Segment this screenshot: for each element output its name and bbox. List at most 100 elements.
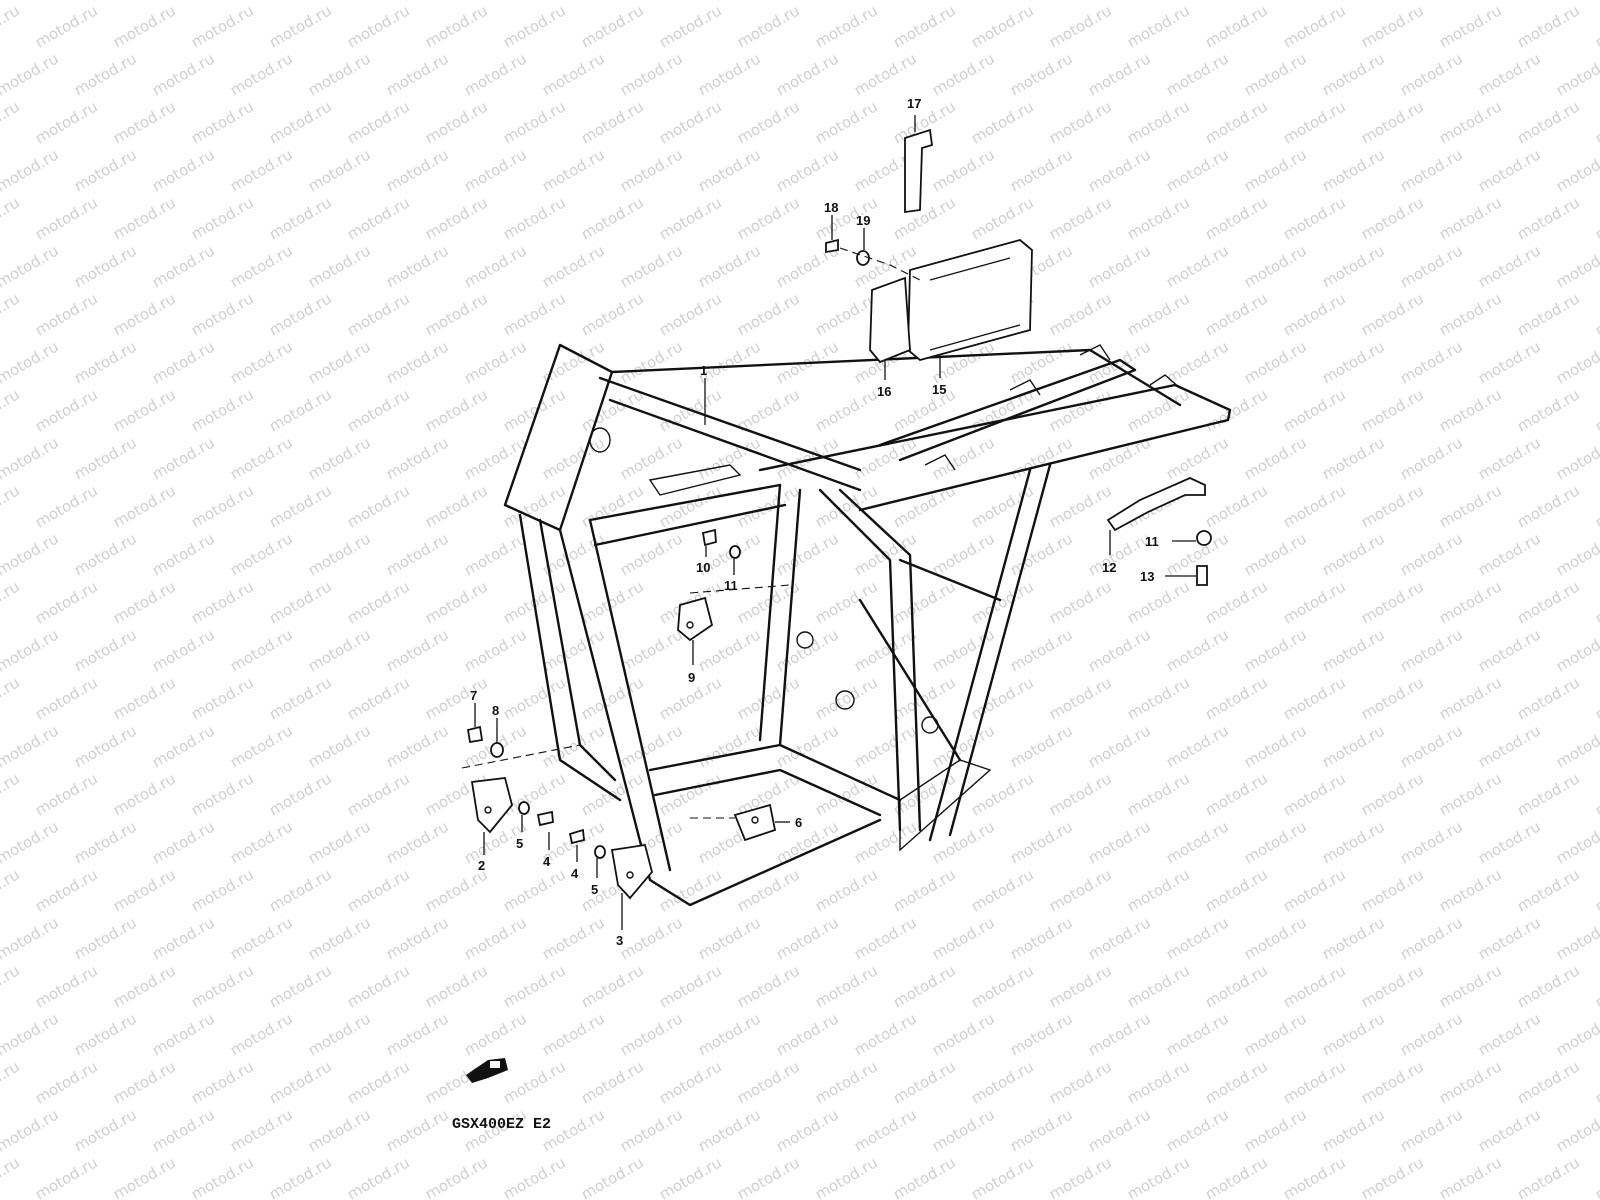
watermark-text: motod.ru	[383, 625, 452, 675]
battery-holder	[904, 128, 933, 214]
watermark-text: motod.ru	[1436, 1153, 1505, 1200]
watermark-text: motod.ru	[500, 865, 569, 915]
watermark-text: motod.ru	[539, 241, 608, 291]
watermark-text: motod.ru	[1358, 97, 1427, 147]
callout-10: 10	[696, 560, 710, 575]
watermark-text: motod.ru	[578, 97, 647, 147]
watermark-text: motod.ru	[968, 865, 1037, 915]
watermark-text: motod.ru	[1007, 49, 1076, 99]
watermark-text: motod.ru	[968, 97, 1037, 147]
callout-1: 1	[700, 363, 707, 378]
front-arrow-icon	[466, 1058, 508, 1083]
watermark-text: motod.ru	[929, 529, 998, 579]
callout-13: 13	[1140, 569, 1154, 584]
watermark-text: motod.ru	[539, 49, 608, 99]
watermark-text: motod.ru	[266, 289, 335, 339]
watermark-text: motod.ru	[851, 1009, 920, 1059]
watermark-text: motod.ru	[1163, 1105, 1232, 1155]
watermark-text: motod.ru	[110, 961, 179, 1011]
watermark-text: motod.ru	[266, 1153, 335, 1200]
watermark-text: motod.ru	[422, 97, 491, 147]
watermark-text: motod.ru	[1475, 145, 1544, 195]
watermark-text: motod.ru	[461, 433, 530, 483]
watermark-text: motod.ru	[266, 97, 335, 147]
watermark-text: motod.ru	[0, 289, 23, 339]
watermark-text: motod.ru	[1436, 289, 1505, 339]
callout-8: 8	[492, 703, 499, 718]
callout-16: 16	[877, 384, 891, 399]
watermark-text: motod.ru	[1163, 625, 1232, 675]
watermark-text: motod.ru	[266, 1057, 335, 1107]
watermark-text: motod.ru	[344, 1153, 413, 1200]
bracket-2	[470, 777, 513, 834]
watermark-text: motod.ru	[890, 193, 959, 243]
watermark-text: motod.ru	[0, 673, 23, 723]
watermark-text: motod.ru	[227, 817, 296, 867]
watermark-text: motod.ru	[734, 1, 803, 51]
watermark-text: motod.ru	[773, 433, 842, 483]
watermark-text: motod.ru	[1358, 961, 1427, 1011]
watermark-text: motod.ru	[1397, 913, 1466, 963]
watermark-text: motod.ru	[656, 961, 725, 1011]
watermark-text: motod.ru	[1280, 961, 1349, 1011]
watermark-text: motod.ru	[149, 1009, 218, 1059]
watermark-text: motod.ru	[968, 1153, 1037, 1200]
watermark-text: motod.ru	[1358, 385, 1427, 435]
watermark-text: motod.ru	[266, 961, 335, 1011]
watermark-text: motod.ru	[1592, 1, 1600, 51]
watermark-text: motod.ru	[344, 769, 413, 819]
watermark-text: motod.ru	[656, 1057, 725, 1107]
watermark-text: motod.ru	[383, 1009, 452, 1059]
watermark-text: motod.ru	[149, 913, 218, 963]
bolt-13	[1196, 565, 1208, 586]
watermark-text: motod.ru	[1397, 145, 1466, 195]
watermark-text: motod.ru	[500, 1, 569, 51]
watermark-text: motod.ru	[266, 865, 335, 915]
callout-4b: 4	[571, 866, 579, 881]
watermark-text: motod.ru	[734, 673, 803, 723]
watermark-text: motod.ru	[656, 193, 725, 243]
pipe-12	[1106, 477, 1206, 532]
callout-9: 9	[688, 670, 695, 685]
watermark-text: motod.ru	[110, 481, 179, 531]
watermark-text: motod.ru	[695, 1105, 764, 1155]
watermark-text: motod.ru	[1085, 49, 1154, 99]
watermark-text: motod.ru	[188, 385, 257, 435]
watermark-text: motod.ru	[1592, 577, 1600, 627]
watermark-text: motod.ru	[344, 97, 413, 147]
watermark-text: motod.ru	[1124, 769, 1193, 819]
watermark-text: motod.ru	[1163, 1009, 1232, 1059]
watermark-text: motod.ru	[1280, 1153, 1349, 1200]
watermark-text: motod.ru	[1124, 577, 1193, 627]
watermark-text: motod.ru	[734, 193, 803, 243]
watermark-text: motod.ru	[32, 385, 101, 435]
watermark-text: motod.ru	[617, 625, 686, 675]
watermark-text: motod.ru	[617, 337, 686, 387]
watermark-text: motod.ru	[188, 577, 257, 627]
watermark-text: motod.ru	[1436, 193, 1505, 243]
watermark-text: motod.ru	[1358, 673, 1427, 723]
watermark-text: motod.ru	[266, 769, 335, 819]
watermark-text: motod.ru	[32, 1057, 101, 1107]
callout-17: 17	[907, 96, 921, 111]
watermark-text: motod.ru	[1319, 721, 1388, 771]
watermark-text: motod.ru	[890, 865, 959, 915]
watermark-text: motod.ru	[968, 193, 1037, 243]
watermark-text: motod.ru	[422, 193, 491, 243]
watermark-text: motod.ru	[617, 1009, 686, 1059]
watermark-text: motod.ru	[812, 673, 881, 723]
watermark-text: motod.ru	[734, 289, 803, 339]
watermark-text: motod.ru	[305, 241, 374, 291]
watermark-text: motod.ru	[383, 337, 452, 387]
watermark-text: motod.ru	[1046, 1153, 1115, 1200]
watermark-text: motod.ru	[1358, 1, 1427, 51]
watermark-text: motod.ru	[773, 529, 842, 579]
callout-5a: 5	[516, 836, 523, 851]
watermark-text: motod.ru	[149, 0, 218, 3]
watermark-text: motod.ru	[1592, 481, 1600, 531]
bolt-7	[466, 725, 484, 744]
watermark-text: motod.ru	[1319, 1009, 1388, 1059]
watermark-text: motod.ru	[422, 673, 491, 723]
watermark-text: motod.ru	[968, 673, 1037, 723]
watermark-text: motod.ru	[422, 1, 491, 51]
